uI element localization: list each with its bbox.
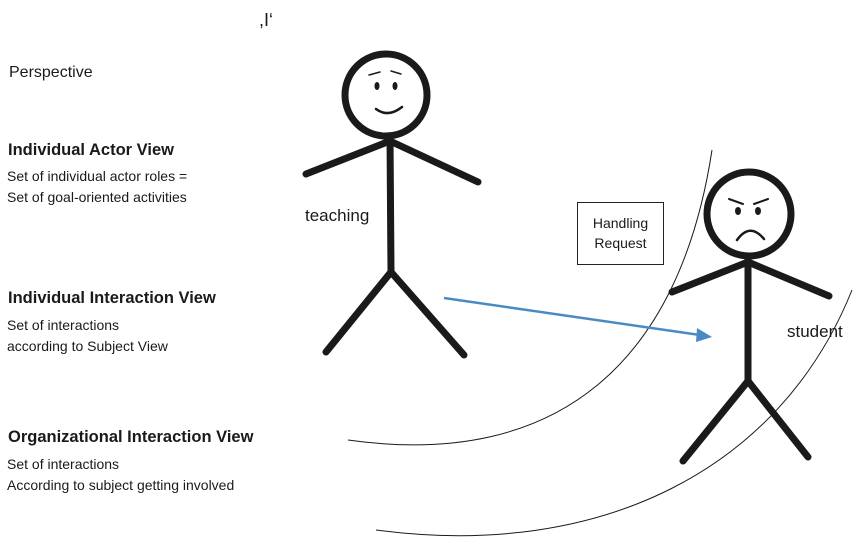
- teacher-head: [341, 50, 431, 140]
- student-head: [703, 168, 795, 260]
- individual-interaction-view-line2: according to Subject View: [7, 338, 168, 354]
- arrow-shaft: [443, 296, 701, 337]
- arrow-head-icon: [696, 328, 712, 342]
- student-right-eyebrow: [753, 198, 769, 205]
- stray-mark: ,I‘: [259, 10, 274, 30]
- teacher-left-leg: [322, 268, 395, 356]
- interaction-arc-inner: [347, 149, 713, 446]
- individual-interaction-view-line1: Set of interactions: [7, 317, 120, 333]
- handling-request-line1: Handling: [592, 215, 649, 231]
- student-frown: [735, 229, 766, 242]
- interaction-arc-outer: [375, 289, 853, 537]
- student-label: student: [787, 322, 843, 341]
- handling-request-line2: Request: [594, 235, 647, 251]
- student-left-eye: [735, 207, 741, 215]
- teacher-right-eyebrow: [390, 70, 402, 75]
- teacher-torso: [386, 132, 395, 276]
- teacher-figure: [302, 50, 482, 359]
- student-right-leg: [744, 377, 812, 461]
- organizational-interaction-view-title: Organizational Interaction View: [8, 428, 254, 446]
- handling-request-box: Handling Request: [577, 202, 664, 265]
- teacher-left-arm: [302, 137, 394, 178]
- teacher-left-eyebrow: [368, 71, 381, 76]
- organizational-interaction-view-line2: According to subject getting involved: [7, 477, 235, 493]
- student-left-eyebrow: [728, 198, 744, 205]
- teacher-label: teaching: [305, 206, 370, 225]
- teacher-right-leg: [387, 268, 468, 359]
- student-left-arm: [668, 258, 752, 296]
- individual-actor-view-line2: Set of goal-oriented activities: [7, 189, 187, 205]
- teacher-smile: [374, 105, 404, 115]
- individual-actor-view-title: Individual Actor View: [8, 141, 174, 159]
- organizational-interaction-view-line1: Set of interactions: [7, 456, 120, 472]
- teacher-left-eye: [374, 82, 380, 90]
- student-right-eye: [755, 207, 761, 215]
- perspective-label: Perspective: [9, 64, 93, 81]
- student-figure: [668, 168, 833, 465]
- student-right-arm: [744, 258, 833, 300]
- individual-actor-view-line1: Set of individual actor roles =: [7, 168, 188, 184]
- student-left-leg: [679, 377, 752, 465]
- individual-interaction-view-title: Individual Interaction View: [8, 289, 216, 307]
- interaction-arrow: [443, 296, 712, 342]
- teacher-right-arm: [386, 137, 482, 186]
- teacher-right-eye: [392, 82, 398, 90]
